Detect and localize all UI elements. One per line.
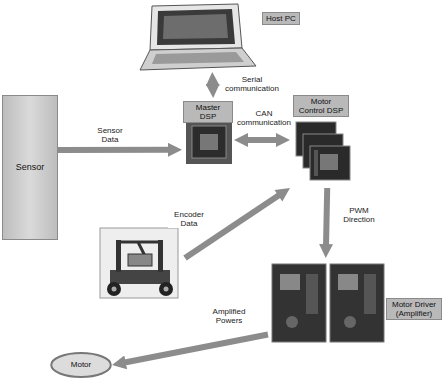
robot-illustration-part [110,270,170,284]
connector-label: PWM Direction [338,206,380,224]
block-arrow [58,147,173,153]
label-tag: Master DSP [183,101,233,123]
motor-driver-boards-part [338,274,358,290]
connector-label: CAN communication [237,109,291,127]
node-text: Sensor [16,162,45,172]
master-dsp-node: Master DSP [182,98,234,168]
encoder-arrow-part [275,188,291,202]
motor-oval: Motor [50,352,112,378]
laptop-illustration [140,4,256,70]
motor-control-boards-part [320,154,338,170]
motor-control-boards-part [314,150,318,176]
signal-label: Encoder Data [168,210,210,228]
robot-illustration-part [128,254,152,266]
robot-illustration-part [112,287,117,292]
robot-illustration-part [159,282,173,296]
block-arrow [243,137,281,143]
motor-control-boards-part [310,146,350,180]
motor-driver-boards-part [286,316,298,328]
robot-illustration-part [116,240,121,272]
master-chip-part [192,126,226,158]
motor-driver-boards-part [330,264,384,342]
label-tag: Motor Control DSP [293,95,349,117]
robot-illustration [100,228,178,298]
laptop-illustration-part [140,48,256,70]
motor-control-boards [296,122,350,180]
master-chip [186,120,232,164]
label-tag: Host PC [262,12,300,25]
laptop-illustration-part [163,14,228,39]
block-arrow [210,81,216,89]
robot-illustration-part [100,228,178,298]
robot-illustration-part [164,287,169,292]
block-arrow [326,188,327,249]
laptop-illustration-part [152,52,244,64]
oval-shape [51,353,111,377]
master-chip-part [200,134,218,150]
robot-illustration-part [107,282,121,296]
connector-label: Amplified Powers [204,307,254,325]
master-chip-part [186,120,232,164]
sensor-box: Sensor [2,95,58,240]
motor-driver-boards [272,264,384,342]
motor-driver-node: Motor Driver (Amplifier) [268,258,443,348]
connector-label: Sensor Data [92,126,128,144]
node-text: Motor [71,360,91,369]
motor-control-dsp-node: Motor Control DSP [290,92,352,188]
robot-illustration-part [158,240,163,272]
block-arrow [121,335,268,364]
host-pc-node: Host PC [140,2,312,72]
motor-driver-boards-part [364,274,376,314]
connector-label: Serial communication [222,75,282,93]
motor-driver-boards-part [280,274,300,290]
motor-driver-boards-part [272,264,326,342]
motor-driver-boards-part [344,316,356,328]
motor-driver-boards-part [306,274,318,314]
laptop-illustration-part [157,9,235,45]
laptop-illustration-part [150,4,242,50]
label-tag: Motor Driver (Amplifier) [386,298,442,320]
